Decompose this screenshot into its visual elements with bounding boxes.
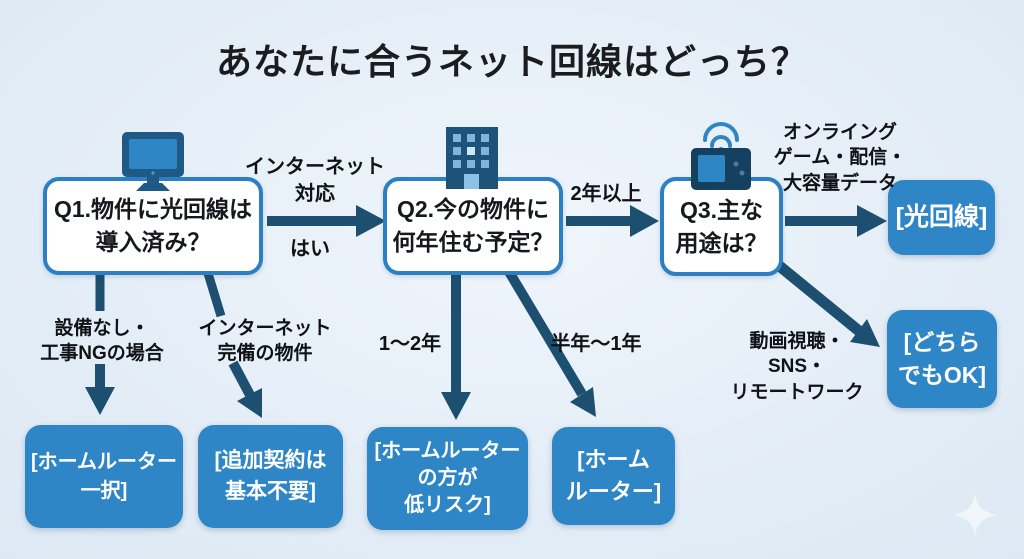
- question-box-q1: Q1.物件に光回線は 導入済み？: [43, 177, 263, 275]
- question-box-q2: Q2.今の物件に 何年住む予定？: [383, 177, 563, 275]
- arrow-q1-to-home-router-only: [85, 270, 115, 415]
- arrow-q2-to-q3: [566, 205, 659, 237]
- edge-label-hai: はい: [290, 238, 330, 260]
- arrow-q2-to-home-router: [503, 267, 596, 417]
- edge-label-internet-kanbi: インターネット 完備の物件: [198, 318, 332, 365]
- result-box-either: [どちら でもOK]: [887, 310, 997, 408]
- arrow-q1-to-q2: [267, 205, 386, 237]
- edge-label-internet-taiou: インターネット 対応: [245, 156, 385, 205]
- edge-label-setsubi-nashi: 設備なし・ 工事NGの場合: [40, 318, 164, 365]
- result-box-hikari: [光回線]: [888, 180, 995, 255]
- page-title: あなたに合うネット回線はどっち？: [215, 41, 808, 82]
- question-box-q3: Q3.主な 用途は？: [660, 177, 783, 276]
- result-box-lower-risk: [ホームルーター の方が 低リスク]: [367, 427, 528, 530]
- edge-label-douga-sns: 動画視聴・ SNS・ リモートワーク: [730, 331, 864, 403]
- result-box-no-extra-contract: [追加契約は 基本不要]: [198, 425, 343, 528]
- arrow-q2-to-lower-risk: [441, 270, 471, 420]
- edge-label-1-2nen: 1〜2年: [378, 333, 442, 355]
- arrow-q3-to-hikari: [785, 205, 887, 237]
- edge-label-2nen-ijou: 2年以上: [570, 183, 642, 205]
- arrow-q3-to-either: [762, 250, 880, 347]
- edge-label-hantoshi-1nen: 半年〜1年: [550, 333, 642, 355]
- edge-label-online-game: オンライング ゲーム・配信・ 大容量データ: [773, 122, 907, 194]
- result-box-home-router: [ホーム ルーター]: [552, 427, 675, 525]
- result-box-home-router-only: [ホームルーター 一択]: [25, 425, 183, 528]
- arrow-q1-to-no-extra-contract: [202, 268, 262, 418]
